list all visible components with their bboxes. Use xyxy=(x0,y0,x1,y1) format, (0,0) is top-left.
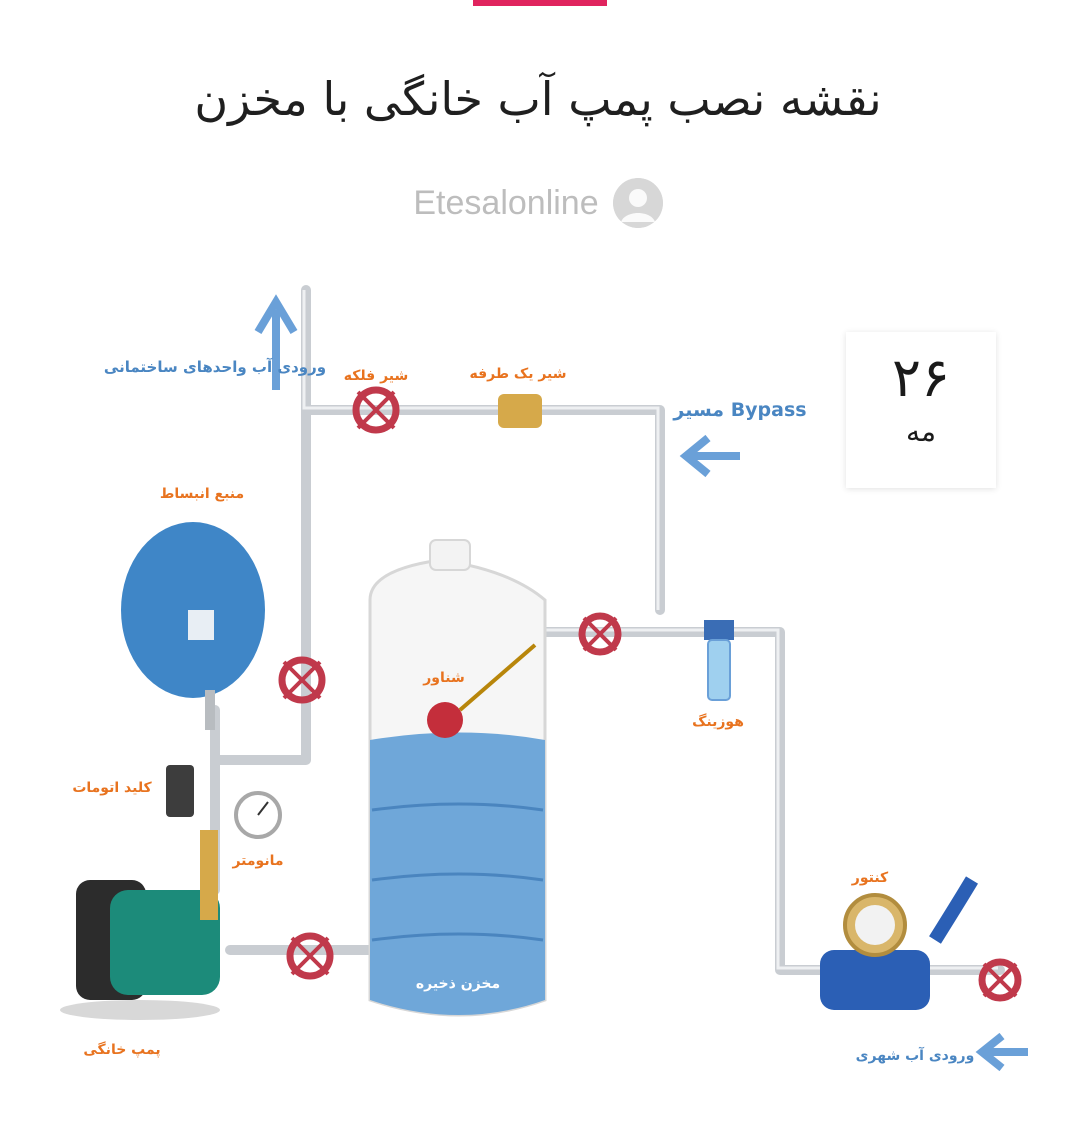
water-meter-icon xyxy=(820,876,979,1010)
label-storage-tank: مخزن ذخیره xyxy=(416,976,500,992)
author-row[interactable]: Etesalonline xyxy=(0,178,1076,228)
label-pressure-switch: کلید اتومات xyxy=(72,780,152,796)
date-day: ۲۶ xyxy=(891,346,950,409)
pump-icon xyxy=(60,830,220,1020)
valve-icon xyxy=(278,656,326,704)
date-badge: ۲۶ مه xyxy=(846,332,996,488)
author-name[interactable]: Etesalonline xyxy=(413,183,599,222)
valve-icon xyxy=(352,386,400,434)
expansion-tank-icon xyxy=(121,522,265,730)
storage-tank-icon xyxy=(368,539,547,1017)
label-city-inlet: ورودی آب شهری xyxy=(856,1046,975,1064)
label-check-valve: شیر یک طرفه xyxy=(469,366,566,382)
avatar-icon xyxy=(612,178,663,228)
label-float: شناور xyxy=(422,670,465,686)
label-meter: کنتور xyxy=(851,870,889,886)
left-arrow-icon xyxy=(679,434,740,478)
valve-icon xyxy=(286,932,334,980)
page-title: نقشه نصب پمپ آب خانگی با مخزن xyxy=(194,72,882,126)
label-building-inlet: ورودی آب واحدهای ساختمانی xyxy=(104,358,326,376)
filter-housing-icon xyxy=(704,620,734,701)
label-housing-filter: هوزینگ xyxy=(692,713,744,730)
label-manometer: مانومتر xyxy=(231,853,283,869)
left-arrow-icon xyxy=(975,1032,1028,1072)
pump-installation-diagram: ورودی آب واحدهای ساختمانی شیر فلکه شیر ی… xyxy=(60,285,1028,1072)
up-arrow-icon xyxy=(254,294,298,390)
label-bypass: مسیر Bypass xyxy=(672,399,806,421)
pressure-switch-icon xyxy=(166,765,194,817)
check-valve-icon xyxy=(498,394,542,428)
label-gate-valve: شیر فلکه xyxy=(344,368,409,384)
label-expansion-tank: منبع انبساط xyxy=(160,486,244,502)
date-month: مه xyxy=(905,415,936,448)
label-home-pump: پمپ خانگی xyxy=(83,1041,160,1058)
valve-icon xyxy=(978,958,1022,1002)
avatar[interactable] xyxy=(612,178,663,228)
manometer-icon xyxy=(234,791,282,839)
valve-icon xyxy=(578,612,622,656)
accent-bar xyxy=(473,0,607,6)
